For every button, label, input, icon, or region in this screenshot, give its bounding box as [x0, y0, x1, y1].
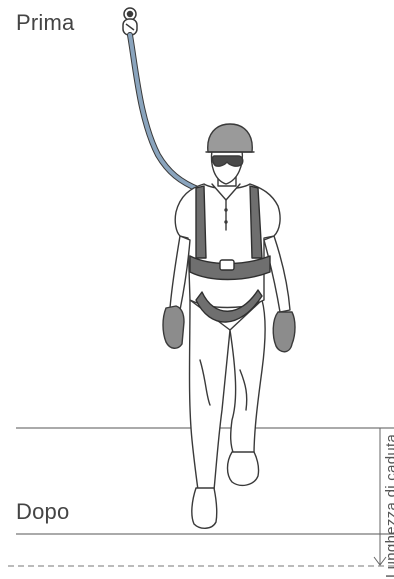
after-label: Dopo — [16, 499, 69, 525]
left-leg — [190, 300, 231, 490]
left-glove — [163, 306, 184, 348]
left-arm — [170, 236, 190, 310]
anchor-connector-icon — [123, 8, 137, 35]
right-leg — [230, 300, 265, 455]
left-shoe — [192, 488, 217, 528]
fall-length-label: Lunghezza di caduta — [383, 434, 394, 578]
helmet — [208, 124, 253, 152]
before-label: Prima — [16, 10, 74, 36]
right-glove — [273, 312, 295, 352]
face — [212, 150, 243, 184]
right-shoe — [228, 452, 259, 485]
torso — [175, 184, 280, 308]
right-arm — [264, 236, 290, 312]
